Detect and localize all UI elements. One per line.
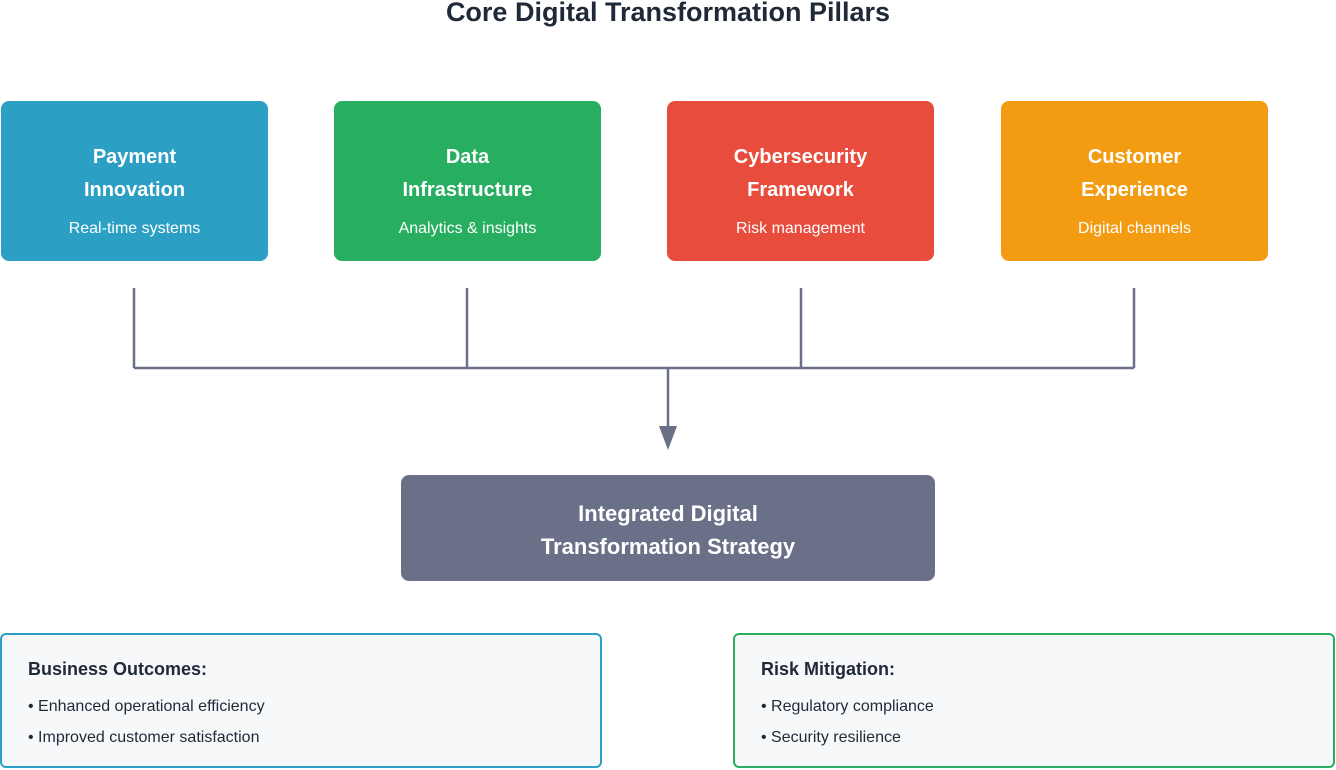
panel-heading: Business Outcomes: xyxy=(28,659,208,679)
arrow-down-icon xyxy=(659,426,677,450)
pillar-title-line: Data xyxy=(445,146,490,168)
pillar-title-line: Payment xyxy=(92,146,177,168)
pillar-title-line: Innovation xyxy=(83,179,186,201)
pillar-cybersecurity-framework: Cybersecurity Framework Risk management xyxy=(667,101,934,261)
strategy-title-line: Integrated Digital xyxy=(578,501,758,526)
pillar-subtitle: Digital channels xyxy=(1078,220,1191,237)
list-item: • Regulatory compliance xyxy=(761,698,934,715)
panel-list: • Regulatory compliance • Security resil… xyxy=(761,691,934,753)
risk-mitigation-panel: Risk Mitigation: • Regulatory compliance… xyxy=(733,633,1335,768)
integrated-strategy-box: Integrated Digital Transformation Strate… xyxy=(401,475,935,581)
list-item: • Improved customer satisfaction xyxy=(28,729,260,746)
pillar-title-line: Experience xyxy=(1081,179,1188,201)
list-item: • Enhanced operational efficiency xyxy=(28,698,265,715)
pillar-title: Payment Innovation xyxy=(1,141,268,207)
pillar-title-line: Customer xyxy=(1087,146,1182,168)
pillar-title-line: Infrastructure xyxy=(402,179,533,201)
pillar-subtitle: Analytics & insights xyxy=(398,220,537,237)
panel-heading: Risk Mitigation: xyxy=(761,659,895,679)
strategy-title: Integrated Digital Transformation Strate… xyxy=(401,497,935,563)
pillar-customer-experience: Customer Experience Digital channels xyxy=(1001,101,1268,261)
pillar-data-infrastructure: Data Infrastructure Analytics & insights xyxy=(334,101,601,261)
pillar-subtitle: Real-time systems xyxy=(68,220,201,237)
pillar-title: Cybersecurity Framework xyxy=(667,141,934,207)
strategy-title-line: Transformation Strategy xyxy=(540,534,796,559)
pillar-title: Data Infrastructure xyxy=(334,141,601,207)
pillar-title: Customer Experience xyxy=(1001,141,1268,207)
pillar-title-line: Framework xyxy=(747,179,854,201)
panel-list: • Enhanced operational efficiency • Impr… xyxy=(28,691,265,753)
diagram-title: Core Digital Transformation Pillars xyxy=(445,0,891,27)
pillar-subtitle: Risk management xyxy=(736,220,865,237)
list-item: • Security resilience xyxy=(761,729,901,746)
business-outcomes-panel: Business Outcomes: • Enhanced operationa… xyxy=(0,633,602,768)
pillar-title-line: Cybersecurity xyxy=(733,146,868,168)
pillar-payment-innovation: Payment Innovation Real-time systems xyxy=(1,101,268,261)
